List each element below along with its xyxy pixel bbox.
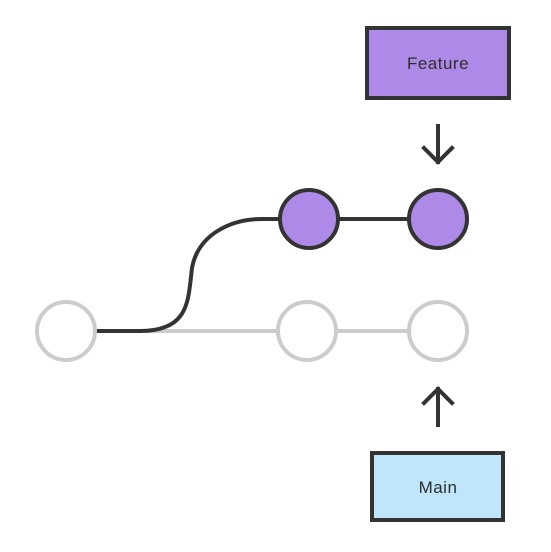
feature-branch-label: Feature xyxy=(365,26,511,100)
feature-label-text: Feature xyxy=(407,54,469,73)
main-branch-label: Main xyxy=(370,451,505,522)
main-commit-node xyxy=(276,300,338,362)
down-arrow-icon xyxy=(421,124,455,165)
feature-branch-line xyxy=(96,217,410,333)
main-label-box xyxy=(370,451,505,522)
feature-commit-node xyxy=(278,188,340,250)
feature-commit-node xyxy=(407,188,469,250)
main-commit-node xyxy=(407,300,469,362)
main-commit-node xyxy=(35,300,97,362)
up-arrow-icon xyxy=(421,386,455,427)
main-label-text: Main xyxy=(419,478,458,497)
feature-label-box xyxy=(365,26,511,100)
